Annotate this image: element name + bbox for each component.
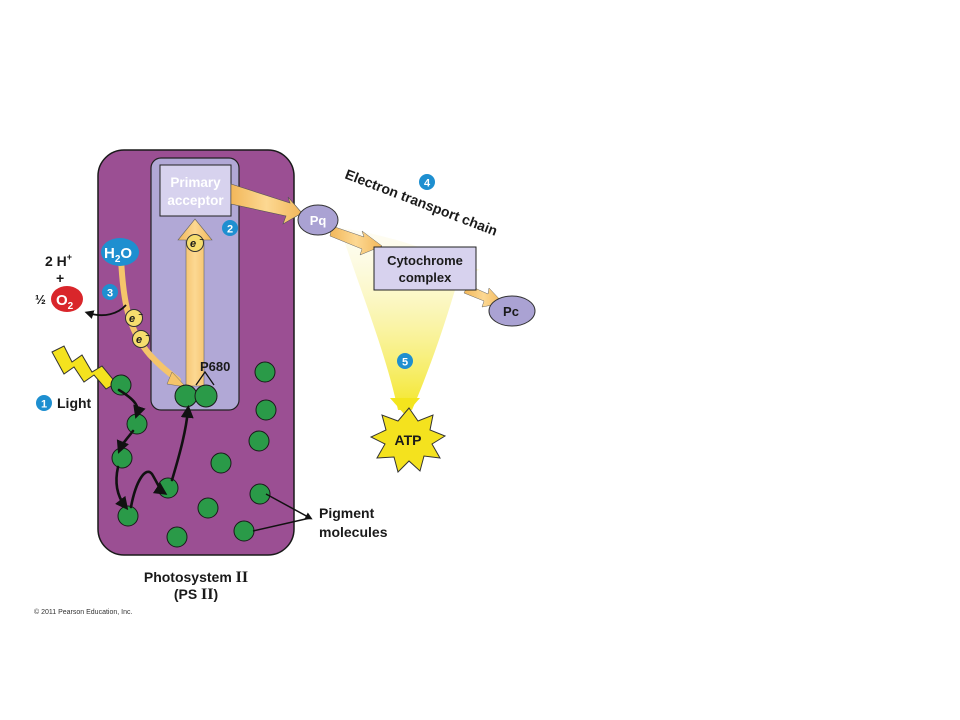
energy-transfer-arrows [115,388,194,511]
pigment-molecule [166,526,188,548]
step-3-badge: 3 [102,284,118,300]
pigment-molecule [254,361,276,383]
primary-acceptor-label-2: acceptor [167,193,224,208]
arrow-pq-to-cytochrome [329,225,383,256]
pc-node [488,295,536,327]
pigment-molecule [111,447,133,469]
svg-text:e: e [190,238,196,250]
primary-acceptor-label-1: Primary [170,175,221,190]
two-h-plus-label: 2 H+ [45,252,72,269]
p680-label: P680 [200,359,230,374]
electron-token-2: e – [132,330,151,348]
arrow-to-oxygen [84,304,127,319]
p680-pointer [195,370,215,386]
pigment-molecule [126,413,148,435]
atp-starburst [369,407,447,473]
pq-label: Pq [310,213,327,228]
pigment-pointer-2 [252,517,311,532]
pigment-molecule [233,520,255,542]
svg-text:–: – [139,310,144,319]
electron-token-upper: e – [186,234,205,252]
pigment-pointer-1 [265,493,313,520]
step-5-badge: 5 [397,353,413,369]
step-4-badge: 4 [419,174,435,190]
pigment-molecule [110,374,132,396]
pigment-molecule [210,452,232,474]
p680-pair [174,384,218,408]
svg-text:H2O: H2O [104,245,132,265]
svg-text:–: – [200,235,205,244]
svg-text:1: 1 [41,399,47,411]
step-2-badge: 2 [222,220,238,236]
pc-label: Pc [503,304,519,319]
pigment-label-2: molecules [319,524,388,540]
photosystem-caption-2: (PS II) [174,586,218,603]
primary-acceptor-box [159,164,232,217]
svg-text:3: 3 [107,288,113,300]
arrow-water-to-p680 [118,255,181,383]
plus-sign: + [56,270,64,286]
cytochrome-label-2: complex [399,270,453,285]
svg-text:4: 4 [424,178,431,190]
cytochrome-label-1: Cytochrome [387,253,463,268]
pigment-molecule [248,430,270,452]
atp-label: ATP [395,432,422,448]
photosystem-caption-1: Photosystem II [144,569,248,586]
pigment-label-1: Pigment [319,505,375,521]
step-1-badge: 1 [36,395,52,411]
half-label: ½ [35,292,46,307]
cytochrome-complex-box [373,246,477,291]
svg-text:e: e [129,313,135,325]
svg-text:–: – [146,331,151,340]
svg-text:2: 2 [227,224,233,236]
arrow-water-to-p680-head [166,371,187,388]
svg-text:O2: O2 [56,292,74,312]
oxygen-molecule: O2 [51,286,83,312]
pq-node [297,204,339,236]
pigment-molecule [255,399,277,421]
pigment-molecule [249,483,271,505]
pigment-molecule [117,505,139,527]
water-molecule: H2O [101,238,139,266]
atp-fan-arrowhead [390,398,420,415]
arrow-p680-to-acceptor [177,218,213,387]
electron-token-1: e – [125,309,144,327]
svg-text:5: 5 [402,357,408,369]
arrow-acceptor-to-pq [230,183,303,225]
light-label: Light [57,395,92,411]
svg-text:e: e [136,334,142,346]
pigment-molecule [197,497,219,519]
copyright-text: © 2011 Pearson Education, Inc. [34,608,132,616]
